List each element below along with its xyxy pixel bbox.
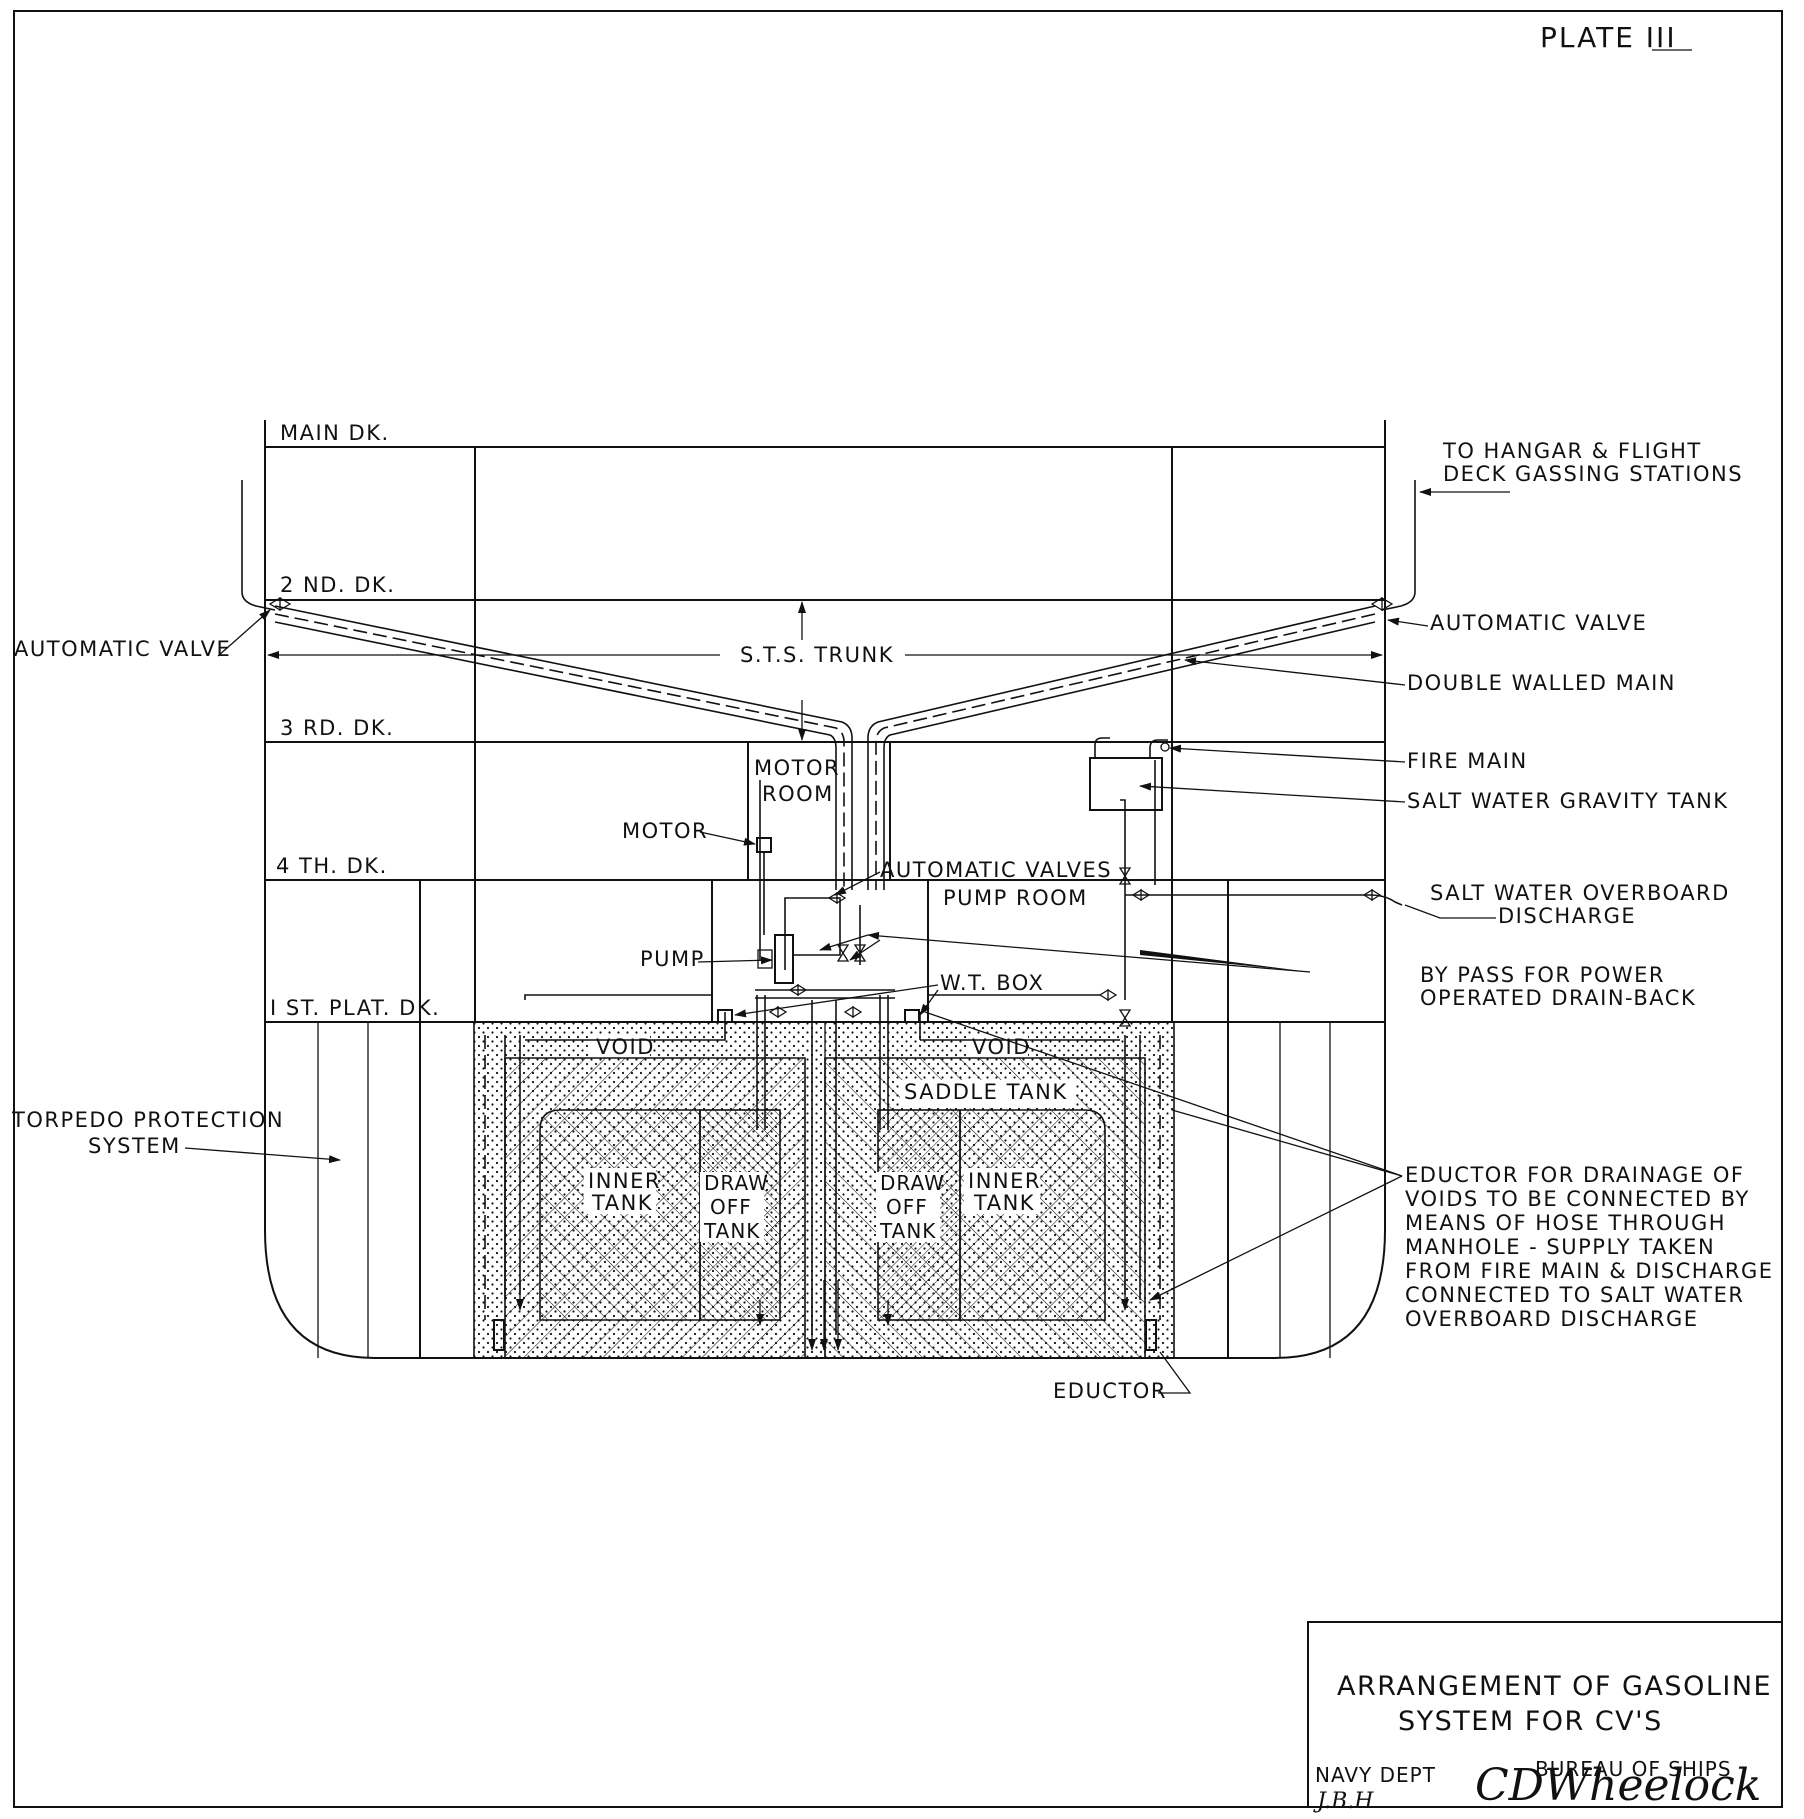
draw-off-right-label-3: TANK (879, 1219, 936, 1243)
bypass-callout: BY PASS FOR POWER (1420, 963, 1665, 987)
torpedo-callout: TORPEDO PROTECTION (11, 1108, 284, 1132)
wt-box-callout: W.T. BOX (940, 971, 1044, 995)
motor-room-label-2: ROOM (762, 782, 834, 806)
auto-valve-left-callout: AUTOMATIC VALVE (14, 637, 231, 661)
deck-labels: MAIN DK. 2 ND. DK. 3 RD. DK. 4 TH. DK. I… (270, 421, 440, 1020)
eductor-note-line: OVERBOARD DISCHARGE (1405, 1307, 1699, 1331)
deck-label-first-plat: I ST. PLAT. DK. (270, 996, 440, 1020)
plate-label: PLATE III (1540, 21, 1677, 54)
saddle-tank-label: SADDLE TANK (904, 1080, 1068, 1104)
deck-label-fourth: 4 TH. DK. (276, 854, 388, 878)
callout-labels: TO HANGAR & FLIGHT DECK GASSING STATIONS… (11, 439, 1774, 1403)
piping (241, 480, 1416, 1351)
overboard-callout-2: DISCHARGE (1498, 904, 1636, 928)
inner-tank-left-label-2: TANK (591, 1191, 653, 1215)
drawing-title-2: SYSTEM FOR CV'S (1398, 1706, 1663, 1737)
eductor-note-line: MEANS OF HOSE THROUGH (1405, 1211, 1726, 1235)
eductor-callout: EDUCTOR (1053, 1379, 1167, 1403)
pump-callout: PUMP (640, 947, 705, 971)
inner-tank-right-label: INNER (968, 1169, 1041, 1193)
fire-main-callout: FIRE MAIN (1407, 749, 1528, 773)
void-right-label: VOID (972, 1035, 1031, 1059)
eductor-note-line: EDUCTOR FOR DRAINAGE OF (1405, 1163, 1744, 1187)
deck-label-third: 3 RD. DK. (280, 716, 394, 740)
inner-tank-right-label-2: TANK (973, 1191, 1035, 1215)
double-walled-main-callout: DOUBLE WALLED MAIN (1407, 671, 1676, 695)
bureau-label: BUREAU OF SHIPS (1535, 1757, 1732, 1781)
motor-callout: MOTOR (622, 819, 708, 843)
overboard-callout: SALT WATER OVERBOARD (1430, 881, 1730, 905)
valves (268, 596, 1394, 1027)
automatic-valves-callout: AUTOMATIC VALVES (880, 858, 1112, 882)
eductor-note-line: CONNECTED TO SALT WATER (1405, 1283, 1744, 1307)
space-labels: S.T.S. TRUNK MOTOR ROOM PUMP ROOM VOID V… (588, 643, 1088, 1243)
eductor-note-line: MANHOLE - SUPPLY TAKEN (1405, 1235, 1715, 1259)
eductor-note-line: FROM FIRE MAIN & DISCHARGE (1405, 1259, 1774, 1283)
sheet-border (13, 10, 1783, 1808)
eductor-note: EDUCTOR FOR DRAINAGE OF VOIDS TO BE CONN… (1405, 1163, 1774, 1331)
hangar-callout: TO HANGAR & FLIGHT (1442, 439, 1702, 463)
draw-off-left-label-2: OFF (710, 1195, 752, 1219)
bypass-callout-2: OPERATED DRAIN-BACK (1420, 986, 1696, 1010)
initials: J.B.H (1313, 1789, 1374, 1814)
torpedo-callout-2: SYSTEM (88, 1134, 181, 1158)
draw-off-left-label: DRAW (704, 1171, 769, 1195)
hangar-callout-2: DECK GASSING STATIONS (1443, 462, 1743, 486)
draw-off-right-label: DRAW (880, 1171, 945, 1195)
draw-off-right-label-2: OFF (886, 1195, 928, 1219)
auto-valve-right-callout: AUTOMATIC VALVE (1430, 611, 1647, 635)
navy-dept-label: NAVY DEPT (1315, 1763, 1436, 1787)
tank-structure (473, 1021, 1175, 1359)
salt-water-gravity-tank-callout: SALT WATER GRAVITY TANK (1407, 789, 1729, 813)
flow-arrows (516, 1280, 1129, 1351)
drawing-title: ARRANGEMENT OF GASOLINE (1337, 1671, 1772, 1702)
bulkheads (317, 447, 1331, 1358)
pump-room-label: PUMP ROOM (943, 886, 1088, 910)
signature: CDWheelock (1475, 1760, 1761, 1811)
inner-tank-left-label: INNER (588, 1169, 661, 1193)
sts-trunk-label: S.T.S. TRUNK (740, 643, 894, 667)
sts-trunk-dimension (267, 601, 1383, 741)
title-block: ARRANGEMENT OF GASOLINE SYSTEM FOR CV'S … (1307, 1621, 1783, 1814)
motor-room-label: MOTOR (754, 756, 840, 780)
draw-off-left-label-3: TANK (703, 1219, 760, 1243)
eductor-note-line: VOIDS TO BE CONNECTED BY (1405, 1187, 1750, 1211)
tank-label-backings (584, 1036, 1076, 1242)
deck-label-main: MAIN DK. (280, 421, 390, 445)
void-left-label: VOID (596, 1035, 655, 1059)
deck-label-second: 2 ND. DK. (280, 573, 395, 597)
